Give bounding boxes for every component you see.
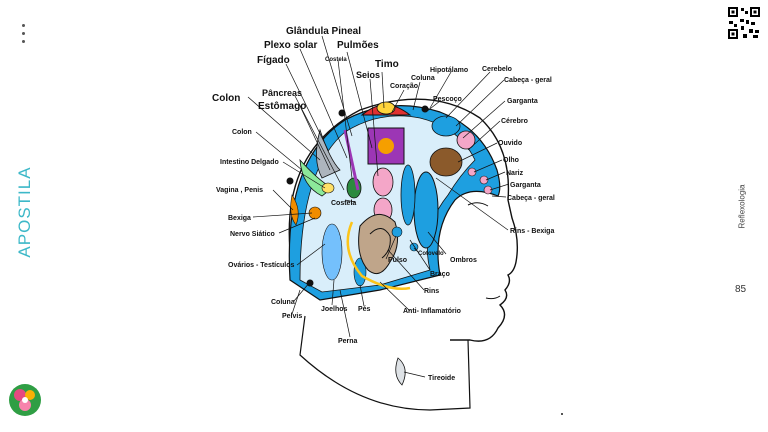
shoulder-region <box>413 171 439 249</box>
lips-outline <box>485 295 501 300</box>
label-colon-2: Colon <box>232 129 252 136</box>
label-cabeca-geral-top: Cabeça - geral <box>504 77 552 84</box>
anti-inflammatory-line <box>346 221 411 290</box>
head-outline <box>288 98 519 342</box>
label-timo: Timo <box>375 59 399 70</box>
label-plexo-solar: Plexo solar <box>264 40 317 51</box>
small-dot <box>561 413 563 415</box>
thymus-region <box>376 101 396 115</box>
label-estomago: Estômago <box>258 101 306 112</box>
label-garganta-top: Garganta <box>507 98 538 105</box>
pineal-center <box>378 138 394 154</box>
knee-region <box>321 223 343 281</box>
label-ouvido: Ouvido <box>498 140 522 147</box>
label-tireoide: Tireoide <box>428 375 455 382</box>
label-pancreas: Pâncreas <box>262 88 302 98</box>
wrist-region <box>391 226 403 238</box>
label-olho: Olho <box>503 157 519 164</box>
qr-code-icon <box>727 6 761 40</box>
ear-region <box>358 214 399 275</box>
anchor-dots <box>286 105 429 287</box>
temple-region <box>429 147 463 177</box>
label-ovarios: Ovários - Testículos <box>228 262 294 269</box>
cerebellum-region <box>431 115 461 137</box>
ear-inner <box>369 228 391 259</box>
eye-outline <box>467 202 489 207</box>
vagina-region <box>290 194 299 226</box>
label-pulso: Pulso <box>388 257 407 264</box>
label-coluna: Coluna <box>271 299 295 306</box>
label-cotovelo: Cotovelo <box>418 251 444 257</box>
label-pelvis: Pelvis <box>282 313 302 320</box>
page-number: 85 <box>735 284 747 295</box>
label-nervo: Nervo Siático <box>230 231 275 238</box>
label-cerebro: Cérebro <box>501 118 528 125</box>
arm-region <box>400 164 416 226</box>
label-pulmoes: Pulmões <box>337 40 379 51</box>
label-vagina: Vagina , Penis <box>216 187 263 194</box>
logo-icon <box>9 384 41 416</box>
label-pescoco: Pescoço <box>433 96 462 103</box>
nose-region <box>479 175 489 185</box>
label-costela-top: Costela <box>325 57 347 63</box>
label-perna: Perna <box>338 338 358 345</box>
label-rins-bexiga: Rins - Bexiga <box>510 228 554 235</box>
label-nariz: Nariz <box>506 170 524 177</box>
label-hipotalamo: Hipotálamo <box>430 67 468 74</box>
more-options-icon[interactable] <box>20 24 28 48</box>
throat-region <box>483 185 493 195</box>
leader-lines <box>247 35 510 378</box>
lung-region <box>372 167 394 197</box>
label-cerebelo: Cerebelo <box>482 66 512 73</box>
label-garganta: Garganta <box>510 182 541 189</box>
label-coluna-top: Coluna <box>411 75 435 82</box>
label-figado: Fígado <box>257 55 290 66</box>
intestine-region <box>321 182 335 194</box>
label-pes: Pés <box>358 306 371 313</box>
label-rins: Rins <box>424 288 439 295</box>
neck-outline <box>299 315 471 411</box>
label-ombros: Ombros <box>450 257 477 264</box>
forehead-region <box>456 130 476 150</box>
label-costela-mid: Costela <box>331 200 356 207</box>
label-seios: Seios <box>356 70 380 80</box>
label-anti: Anti- Inflamatório <box>403 308 461 315</box>
eye-region <box>467 167 477 177</box>
label-bexiga: Bexiga <box>228 215 251 222</box>
label-colon-1: Colon <box>212 93 240 104</box>
label-braco: Braço <box>430 271 450 278</box>
label-glandula-pineal: Glândula Pineal <box>286 26 361 37</box>
label-joelhos: Joelhos <box>321 306 348 313</box>
label-coracao: Coração <box>390 83 418 90</box>
thyroid-region <box>395 357 406 386</box>
label-intestino: Intestino Delgado <box>220 159 279 166</box>
label-cabeca-geral: Cabeça - geral <box>507 195 555 202</box>
